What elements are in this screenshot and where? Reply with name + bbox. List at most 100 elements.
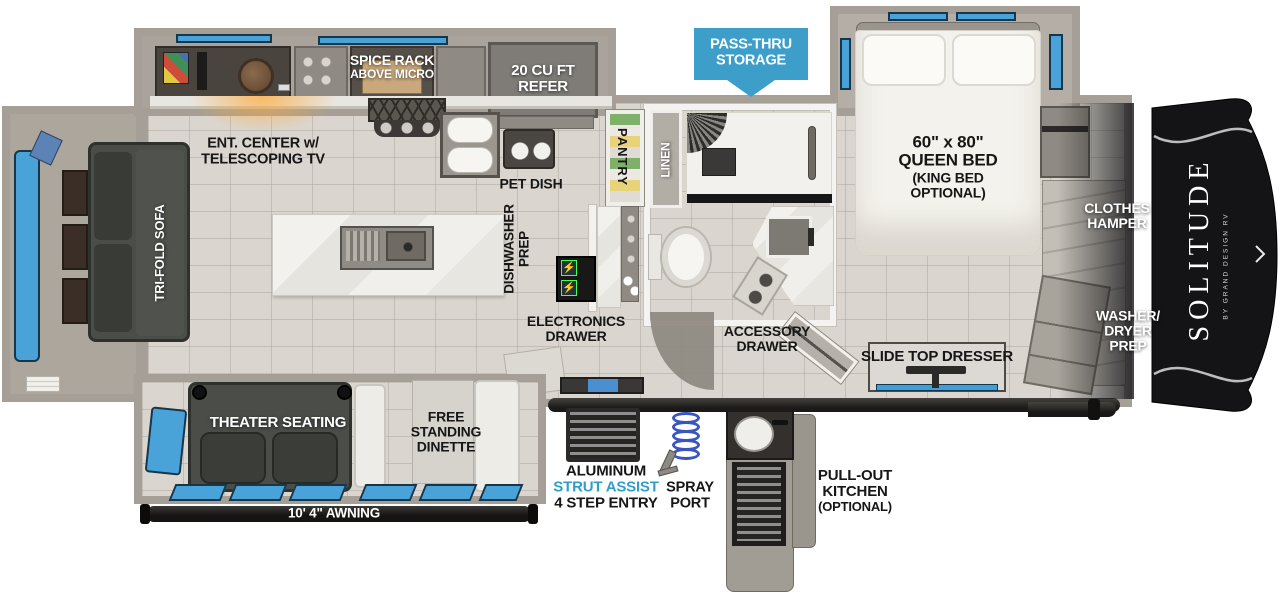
dinette-bench bbox=[354, 384, 386, 488]
cooktop-burners bbox=[374, 120, 440, 137]
shower-grab-bar bbox=[808, 126, 816, 180]
pet-dish bbox=[503, 129, 555, 169]
spray-line2: PORT bbox=[670, 495, 710, 511]
dresser-table bbox=[906, 366, 966, 374]
hitch-bar bbox=[1028, 402, 1116, 417]
linen-label: LINEN bbox=[658, 142, 673, 178]
entry-steps-label: ALUMINUM STRUT ASSIST 4 STEP ENTRY bbox=[553, 463, 659, 513]
front-shadow bbox=[1058, 103, 1134, 399]
tv-light-glow bbox=[188, 96, 338, 132]
slide-floor-window bbox=[478, 484, 524, 501]
pass-thru-banner bbox=[694, 28, 808, 80]
bottom-slide-left-window bbox=[144, 406, 188, 476]
spice-line2: ABOVE MICRO bbox=[350, 67, 434, 82]
vanity-faucet bbox=[808, 228, 814, 246]
sofa-cushion bbox=[94, 244, 132, 332]
pullout-line3: (OPTIONAL) bbox=[818, 499, 892, 515]
entry-steps bbox=[566, 408, 640, 462]
sofa-console bbox=[62, 278, 88, 324]
electronics-line1: ELECTRONICS bbox=[526, 312, 626, 329]
speaker bbox=[197, 52, 207, 90]
awning-end-cap bbox=[140, 504, 150, 524]
accessory-line1: ACCESSORY bbox=[723, 322, 811, 339]
sofa-console bbox=[62, 224, 88, 270]
pullout-grill bbox=[732, 462, 786, 546]
ent-center-label: ENT. CENTER w/ TELESCOPING TV bbox=[201, 136, 325, 167]
bed-option-line2: OPTIONAL) bbox=[910, 184, 986, 201]
cap-chevron-icon bbox=[1255, 245, 1266, 263]
hitch-collar bbox=[1088, 399, 1100, 420]
bed-size: 60" x 80" bbox=[912, 132, 984, 152]
step-control-box bbox=[560, 377, 644, 394]
round-table bbox=[238, 58, 274, 94]
accessory-line2: DRAWER bbox=[736, 338, 798, 354]
entry-line2: STRUT ASSIST bbox=[553, 478, 659, 496]
pullout-kitchen-arm bbox=[792, 414, 816, 548]
front-cap bbox=[1151, 98, 1278, 412]
cap-accent-top bbox=[1153, 127, 1253, 144]
pass-thru-line2: STORAGE bbox=[715, 52, 787, 68]
awning-end-cap bbox=[528, 504, 538, 524]
toilet-bowl bbox=[660, 226, 712, 288]
dinette-line2: STANDING bbox=[410, 423, 482, 440]
hamper-line1: CLOTHES bbox=[1084, 199, 1150, 216]
theater-label: THEATER SEATING bbox=[209, 413, 347, 431]
awning-label: 10' 4" AWNING bbox=[287, 505, 381, 521]
slide-floor-window bbox=[418, 484, 478, 501]
cap-accent-bottom bbox=[1153, 366, 1253, 383]
theater-cushion bbox=[200, 432, 266, 484]
solitude-logo: SOLITUDE bbox=[1183, 156, 1215, 342]
charging-icon: ⚡ bbox=[561, 260, 577, 276]
poster-art bbox=[163, 52, 189, 84]
pet-dish-label: PET DISH bbox=[499, 175, 563, 192]
pantry-cabinet bbox=[606, 110, 644, 206]
pullout-faucet bbox=[772, 420, 788, 425]
spice-rack-inner bbox=[362, 60, 422, 94]
range-hood bbox=[368, 98, 446, 122]
spray-port-coil bbox=[672, 412, 702, 460]
refer-counter bbox=[492, 116, 594, 129]
charging-icon: ⚡ bbox=[561, 280, 577, 296]
dresser-table-stem bbox=[932, 372, 939, 388]
vanity-sink bbox=[766, 216, 812, 258]
dinette-label: FREE STANDING DINETTE bbox=[410, 408, 482, 454]
dinette-line1: FREE bbox=[427, 408, 465, 425]
washer-line1: WASHER/ bbox=[1096, 307, 1160, 324]
kitchen-slide-window bbox=[318, 36, 448, 45]
linen-closet bbox=[650, 110, 682, 208]
pullout-sink bbox=[734, 416, 774, 452]
counter-section bbox=[436, 46, 486, 98]
hamper-label: CLOTHES HAMPER bbox=[1084, 199, 1150, 231]
spray-port-label: SPRAY PORT bbox=[666, 480, 714, 511]
dinette-table bbox=[412, 380, 474, 484]
slide-floor-window bbox=[228, 484, 288, 501]
pullout-line1: PULL-OUT bbox=[817, 466, 893, 484]
dishwasher-label: DISHWASHER PREP bbox=[501, 204, 531, 294]
rear-window bbox=[14, 150, 40, 362]
solitude-byline: BY GRAND DESIGN RV bbox=[1222, 212, 1230, 320]
washer-line3: PREP bbox=[1109, 337, 1147, 354]
island-drainboard bbox=[346, 231, 380, 261]
theater-cushion bbox=[272, 432, 338, 484]
electronics-line2: DRAWER bbox=[545, 328, 607, 344]
refer-label: 20 CU FT REFER bbox=[511, 62, 575, 95]
pass-thru-label: PASS-THRU STORAGE bbox=[710, 37, 792, 68]
pantry-label: PANTRY bbox=[615, 128, 631, 186]
awning-bar bbox=[146, 506, 532, 522]
shower-caddy bbox=[702, 148, 736, 176]
kitchen-slide-window bbox=[176, 34, 272, 43]
bedroom-slide-window bbox=[888, 12, 948, 21]
bed-type: QUEEN BED bbox=[898, 150, 998, 170]
sofa-backrest bbox=[136, 150, 184, 336]
sink-basin bbox=[447, 147, 493, 173]
electronics-label: ELECTRONICS DRAWER bbox=[526, 312, 626, 344]
washer-line2: DRYER bbox=[1104, 322, 1152, 339]
pillow bbox=[952, 34, 1036, 86]
ent-line2: TELESCOPING TV bbox=[201, 151, 325, 167]
cupholder bbox=[337, 385, 352, 400]
hamper-line2: HAMPER bbox=[1087, 215, 1147, 231]
sofa-cushion bbox=[94, 152, 132, 240]
counter-dials bbox=[300, 54, 340, 90]
bed-option-line1: (KING BED bbox=[912, 169, 984, 186]
sofa-console bbox=[62, 170, 88, 216]
